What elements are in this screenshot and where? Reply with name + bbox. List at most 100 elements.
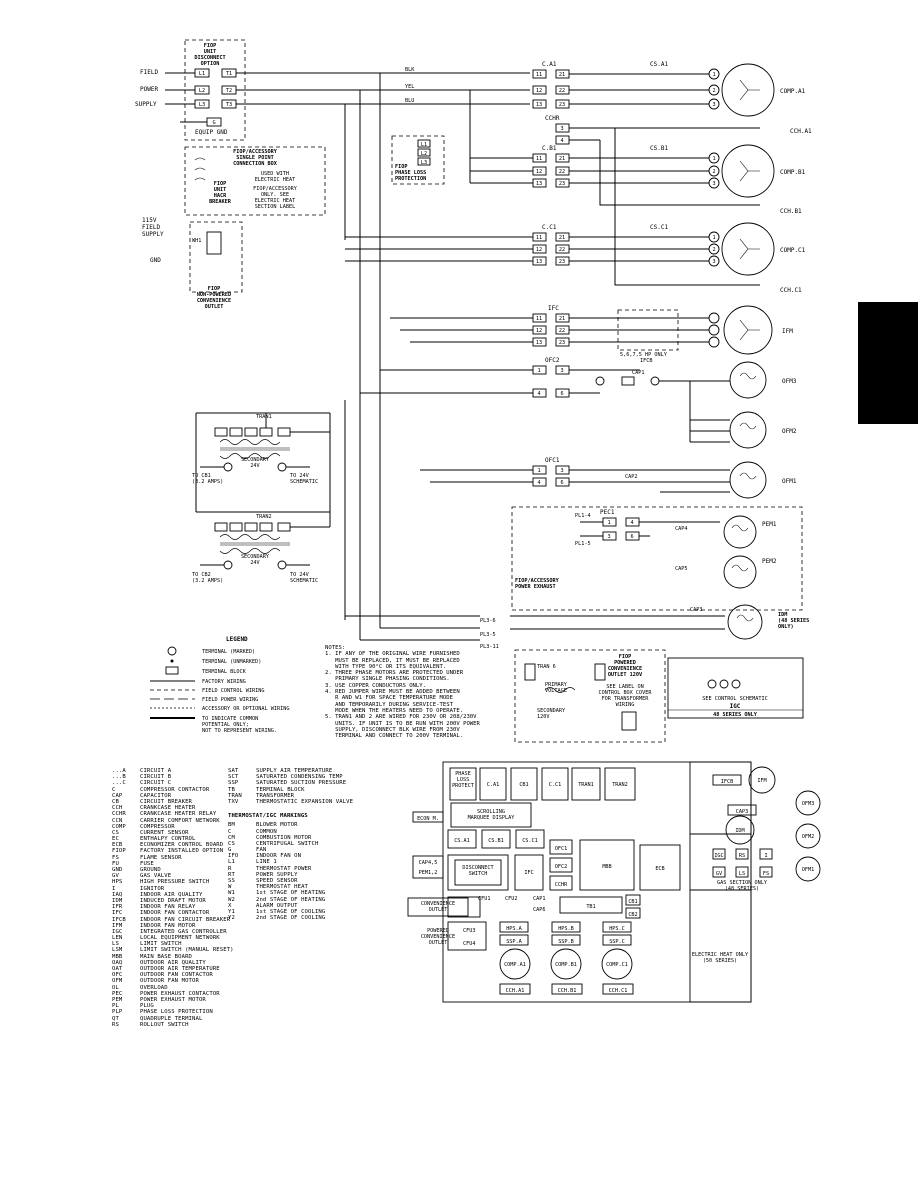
abbreviation-key: W1 [228,890,235,897]
pem2-label: PEM2 [762,558,777,565]
abbreviation-value: OVERLOAD [140,984,168,991]
abbreviation-key: FS [112,854,119,861]
abbreviation-value: BLOWER MOTOR [256,822,298,829]
note-line: 5. TRAN1 AND 2 ARE WIRED FOR 230V OR 208… [325,714,477,721]
legend-item: FIELD POWER WIRING [202,697,258,703]
compressor-circuit-b: 11 21 12 22 13 23 1 2 3 [532,144,775,198]
abbreviation-key: IFCB [112,916,126,923]
comp-b1-label: COMP.B1 [780,169,806,176]
abbreviation-value: CRANKCASE HEATER [140,805,196,812]
abbreviation-value: MAIN BASE BOARD [140,953,193,960]
powered-outlet-box [514,649,666,743]
abbreviation-key: BM [228,822,235,829]
abbreviation-key: QT [112,1015,119,1022]
pl1-5-label: PL1-5 [575,541,591,547]
cchr-label: CCHR [545,115,560,122]
lp-igc: IGC [714,853,723,859]
abbreviation-key: CCN [112,817,123,824]
svg-text:3: 3 [712,181,715,187]
abbreviation-value: POWER SUPPLY [256,871,298,878]
cb1-label: C.B1 [542,145,557,152]
abbreviation-key: PEC [112,990,123,997]
lp-ofm2: OFM2 [802,834,815,840]
legend-item: TERMINAL (UNMARKED) [202,659,261,665]
abbreviation-key: CCH [112,805,123,812]
cch-b1-label: CCH.B1 [780,208,802,215]
abbreviation-value: COMMON [256,828,277,835]
abbreviation-value: INDOOR FAN RELAY [140,904,196,911]
svg-text:1: 1 [712,72,715,78]
note-line: WITH TYPE 90°C OR ITS EQUIVALENT. [325,663,447,670]
ifc-label: IFC [548,305,559,312]
abbreviation-key: OFM [112,978,123,985]
transformer-2 [196,511,330,570]
lp-compb1: COMP.B1 [555,962,577,968]
lp-econ: ECON M. [417,816,439,822]
lp-cchb1: CCH.B1 [558,988,577,994]
abbreviation-value: ENTHALPY CONTROL [140,836,196,843]
abbreviation-key: I [112,885,116,892]
abbreviation-value: SATURATED SUCTION PRESSURE [256,780,347,787]
abbreviation-value: OUTDOOR AIR TEMPERATURE [140,966,220,972]
abbreviation-value: INDOOR FAN ON [256,853,302,860]
abbreviation-value: FLAME SENSOR [140,854,182,861]
ifcb-note: 5,6,7,5 HP ONLY [620,352,668,358]
legend-item: ACCESSORY OR OPTIONAL WIRING [202,706,289,712]
cap2-label: CAP2 [625,474,638,480]
cch-c1-label: CCH.C1 [780,287,802,294]
comp-a1-label: COMP.A1 [780,88,806,95]
abbreviation-key: COMP [112,823,126,830]
svg-text:4: 4 [560,138,563,144]
abbreviation-value: TERMINAL BLOCK [256,786,305,793]
abbreviation-value: THERMOSTAT HEAT [256,884,309,891]
abbreviation-key: G [228,847,232,854]
abbreviation-key: ECB [112,842,123,849]
abbreviation-key: IFC [112,910,123,917]
legend: LEGEND [150,636,248,719]
lp-cfu4: CFU4 [463,941,476,947]
lp-ofm1: OFM1 [802,867,815,873]
lp-pem12: PEM1,2 [419,870,438,876]
abbreviation-key: RT [228,871,235,878]
abbreviation-value: CIRCUIT A [140,768,172,774]
ca1-label: C.A1 [542,61,557,68]
side-index-tab [858,302,918,424]
lp-cc1: C.C1 [549,782,562,788]
lp-tb1: TB1 [586,904,595,910]
lp-ecb: ECB [655,866,664,872]
note-line: 2. THREE PHASE MOTORS ARE PROTECTED UNDE… [325,670,464,677]
abbreviation-key: PLP [112,1009,123,1016]
svg-text:L3: L3 [199,102,205,108]
svg-text:3: 3 [560,468,563,474]
legend-title: LEGEND [226,636,248,643]
abbreviation-value: PLUG [140,1003,154,1010]
svg-text:1: 1 [712,156,715,162]
svg-text:T3: T3 [226,102,232,108]
to-cb1-label: TO CB1(3.2 AMPS) [192,473,223,485]
abbreviation-value: GAS VALVE [140,873,172,880]
cap1-label: CAP1 [632,370,645,376]
svg-text:1: 1 [607,520,610,526]
abbreviation-key: TB [228,786,235,793]
lp-fs: FS [763,871,769,877]
note-line: R AND W1 FOR SPACE TEMPERATURE MODE [325,695,453,702]
